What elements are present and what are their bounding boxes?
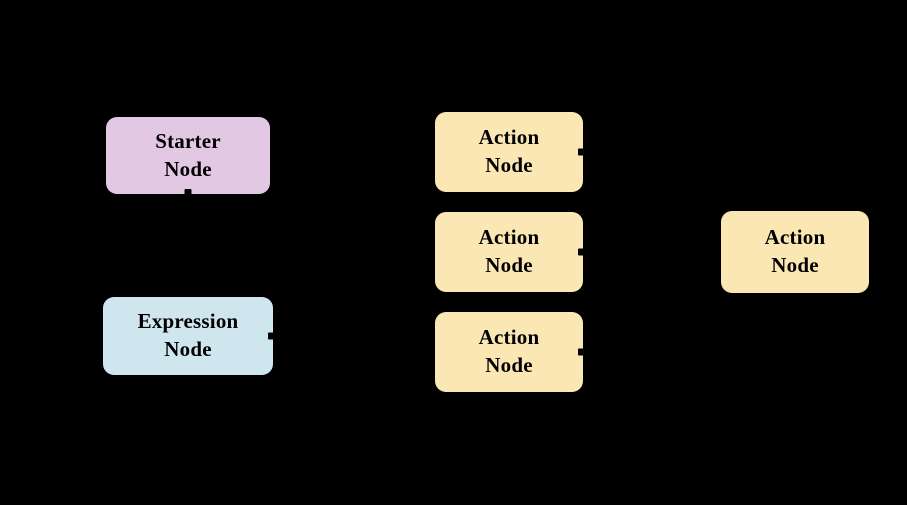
node-label-line-1: Expression bbox=[137, 309, 239, 334]
edge-starter-to-action-2 bbox=[187, 194, 435, 253]
node-label-line-2: Node bbox=[164, 337, 212, 361]
node-label-line-1: Action bbox=[764, 225, 826, 250]
node-label-line-2: Node bbox=[164, 156, 212, 181]
node-label-line-2: Node bbox=[485, 353, 533, 377]
node-label-line-1: Action bbox=[478, 125, 540, 150]
node-label-line-2: Node bbox=[771, 253, 819, 277]
node-label-line-2: Node bbox=[485, 253, 533, 277]
connector-port-right[interactable] bbox=[268, 332, 275, 340]
node-label-line-2: Node bbox=[485, 153, 533, 177]
connector-port-right[interactable] bbox=[578, 348, 585, 356]
connector-port-right[interactable] bbox=[578, 248, 585, 256]
connector-port-bottom[interactable] bbox=[184, 189, 192, 196]
connector-port-right[interactable] bbox=[578, 148, 585, 156]
node-label-line-1: Starter bbox=[155, 128, 221, 153]
edge-expression-to-action-3 bbox=[273, 335, 436, 353]
node-label-line-1: Action bbox=[478, 325, 540, 350]
node-label-line-1: Action bbox=[478, 225, 540, 250]
